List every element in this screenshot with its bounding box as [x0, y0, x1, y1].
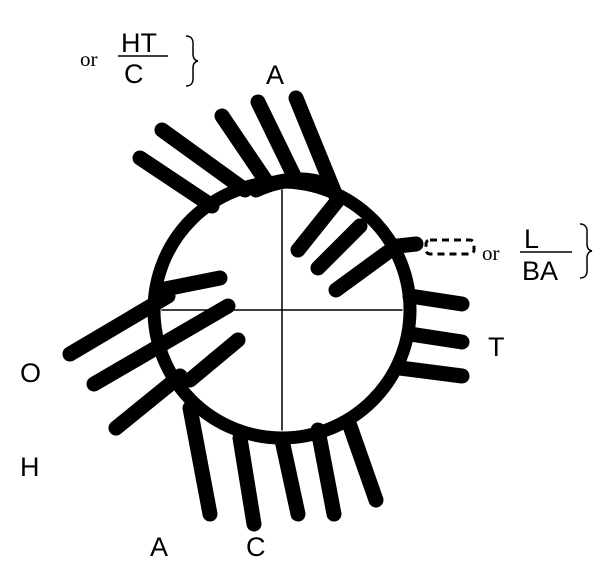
left-bonds: [62, 270, 246, 436]
bond: [152, 270, 228, 298]
bond: [182, 400, 218, 522]
bond: [290, 192, 346, 258]
right-brace-icon: [579, 223, 593, 279]
bond: [132, 150, 220, 214]
bond: [214, 108, 276, 192]
a-label-bottom: A: [150, 532, 168, 562]
bond: [342, 418, 384, 508]
dashed-extension: [424, 238, 476, 256]
bond: [274, 432, 306, 522]
c-label: C: [124, 59, 144, 89]
t-label: T: [488, 332, 505, 362]
bond: [402, 288, 470, 312]
bond: [310, 422, 342, 522]
h-label: H: [20, 452, 40, 482]
bond: [402, 326, 470, 350]
bond: [250, 94, 304, 188]
right-annotation: or L BA: [482, 223, 593, 286]
bond: [108, 368, 188, 436]
or-text: or: [80, 47, 98, 71]
bond: [62, 288, 176, 362]
bottom-bonds: [182, 400, 384, 532]
top-left-bonds: [132, 94, 304, 214]
bond: [154, 122, 253, 198]
a-label-top: A: [266, 60, 284, 90]
bond: [328, 244, 396, 298]
right-t-bonds: [392, 288, 470, 384]
right-brace-icon: [185, 35, 199, 87]
bond: [390, 236, 424, 254]
bond: [182, 332, 246, 388]
bond: [310, 218, 368, 276]
c-label-bottom: C: [246, 532, 266, 562]
top-right-bonds: [248, 90, 344, 204]
ba-label: BA: [522, 256, 558, 286]
bond: [86, 298, 236, 392]
ht-label: HT: [121, 28, 157, 58]
right-l-bond: [390, 236, 476, 256]
o-label: O: [20, 358, 41, 388]
central-ring-group: [147, 175, 417, 445]
or-text: or: [482, 241, 500, 265]
top-left-annotation: or HT C: [80, 28, 199, 89]
bond: [232, 430, 262, 532]
bond: [248, 172, 338, 198]
bond: [392, 360, 470, 384]
inner-right-bonds: [290, 192, 396, 298]
l-label: L: [524, 224, 539, 254]
